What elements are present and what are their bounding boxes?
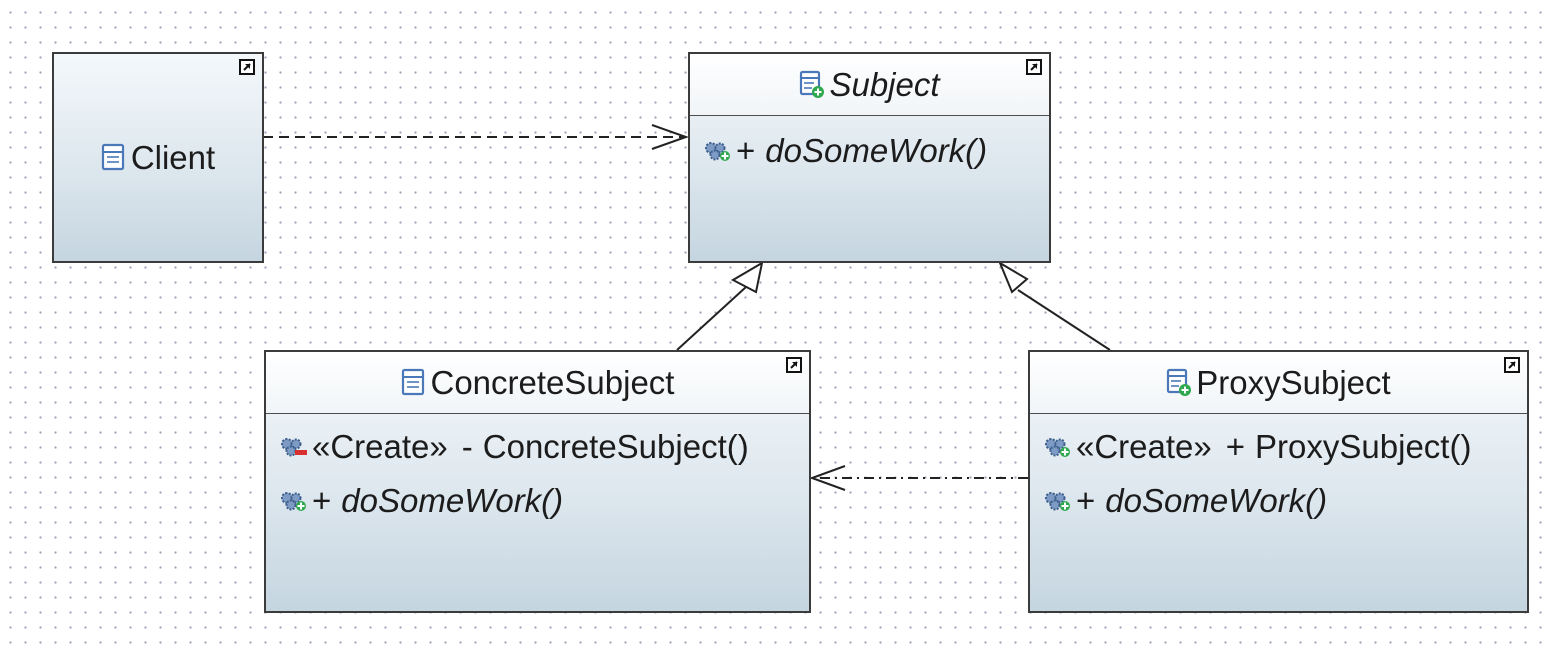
class-box-proxysubject[interactable]: ProxySubject «Create» + ProxySubject() +… <box>1028 350 1529 613</box>
operation-stereotype: «Create» <box>312 428 448 465</box>
operation-signature: doSomeWork() <box>1105 482 1328 519</box>
operation-row[interactable]: + doSomeWork() <box>266 474 809 528</box>
operation-signature: doSomeWork() <box>765 132 988 169</box>
class-box-concretesubject[interactable]: ConcreteSubject «Create» - ConcreteSubje… <box>264 350 811 613</box>
class-box-client[interactable]: Client <box>52 52 264 263</box>
operations-compartment-proxysubject: «Create» + ProxySubject() + doSomeWork() <box>1030 414 1527 528</box>
operation-signature: ProxySubject() <box>1255 428 1472 465</box>
dependency-client-to-subject[interactable] <box>263 124 690 150</box>
class-name-subject: Subject <box>829 65 940 103</box>
operation-visibility: + <box>312 482 332 519</box>
class-header-concretesubject: ConcreteSubject <box>266 352 809 414</box>
operation-visibility: + <box>1076 482 1096 519</box>
operation-signature: ConcreteSubject() <box>482 428 749 465</box>
operations-compartment-subject: + doSomeWork() <box>690 116 1049 180</box>
expand-icon[interactable] <box>786 357 802 373</box>
operation-stereotype: «Create» <box>1076 428 1212 465</box>
operation-row[interactable]: + doSomeWork() <box>1030 474 1527 528</box>
class-name-concretesubject: ConcreteSubject <box>430 363 675 401</box>
private-operation-icon <box>278 435 308 459</box>
generalization-proxysubject-to-subject[interactable] <box>997 260 1111 351</box>
interface-class-icon <box>799 70 825 100</box>
interface-class-icon <box>1166 368 1192 398</box>
class-name-client: Client <box>130 138 216 176</box>
class-header-client: Client <box>54 54 262 261</box>
public-operation-icon <box>278 489 308 513</box>
class-name-proxysubject: ProxySubject <box>1196 363 1391 401</box>
dependency-proxysubject-to-concretesubject[interactable] <box>809 465 1028 491</box>
generalization-concretesubject-to-subject[interactable] <box>676 260 764 351</box>
operation-row[interactable]: «Create» + ProxySubject() <box>1030 420 1527 474</box>
expand-icon[interactable] <box>1504 357 1520 373</box>
class-header-proxysubject: ProxySubject <box>1030 352 1527 414</box>
class-header-subject: Subject <box>690 54 1049 116</box>
operations-compartment-concretesubject: «Create» - ConcreteSubject() + doSomeWor… <box>266 414 809 528</box>
expand-icon[interactable] <box>1026 59 1042 75</box>
operation-visibility: + <box>736 132 756 169</box>
operation-visibility: + <box>1225 428 1246 465</box>
operation-visibility: - <box>461 428 473 465</box>
expand-icon[interactable] <box>239 59 255 75</box>
public-operation-icon <box>1042 435 1072 459</box>
class-icon <box>401 368 427 398</box>
operation-signature: doSomeWork() <box>341 482 564 519</box>
public-operation-icon <box>702 139 732 163</box>
operation-row[interactable]: «Create» - ConcreteSubject() <box>266 420 809 474</box>
operation-row[interactable]: + doSomeWork() <box>690 122 1049 180</box>
public-operation-icon <box>1042 489 1072 513</box>
class-box-subject[interactable]: Subject + doSomeWork() <box>688 52 1051 263</box>
class-icon <box>101 143 127 173</box>
